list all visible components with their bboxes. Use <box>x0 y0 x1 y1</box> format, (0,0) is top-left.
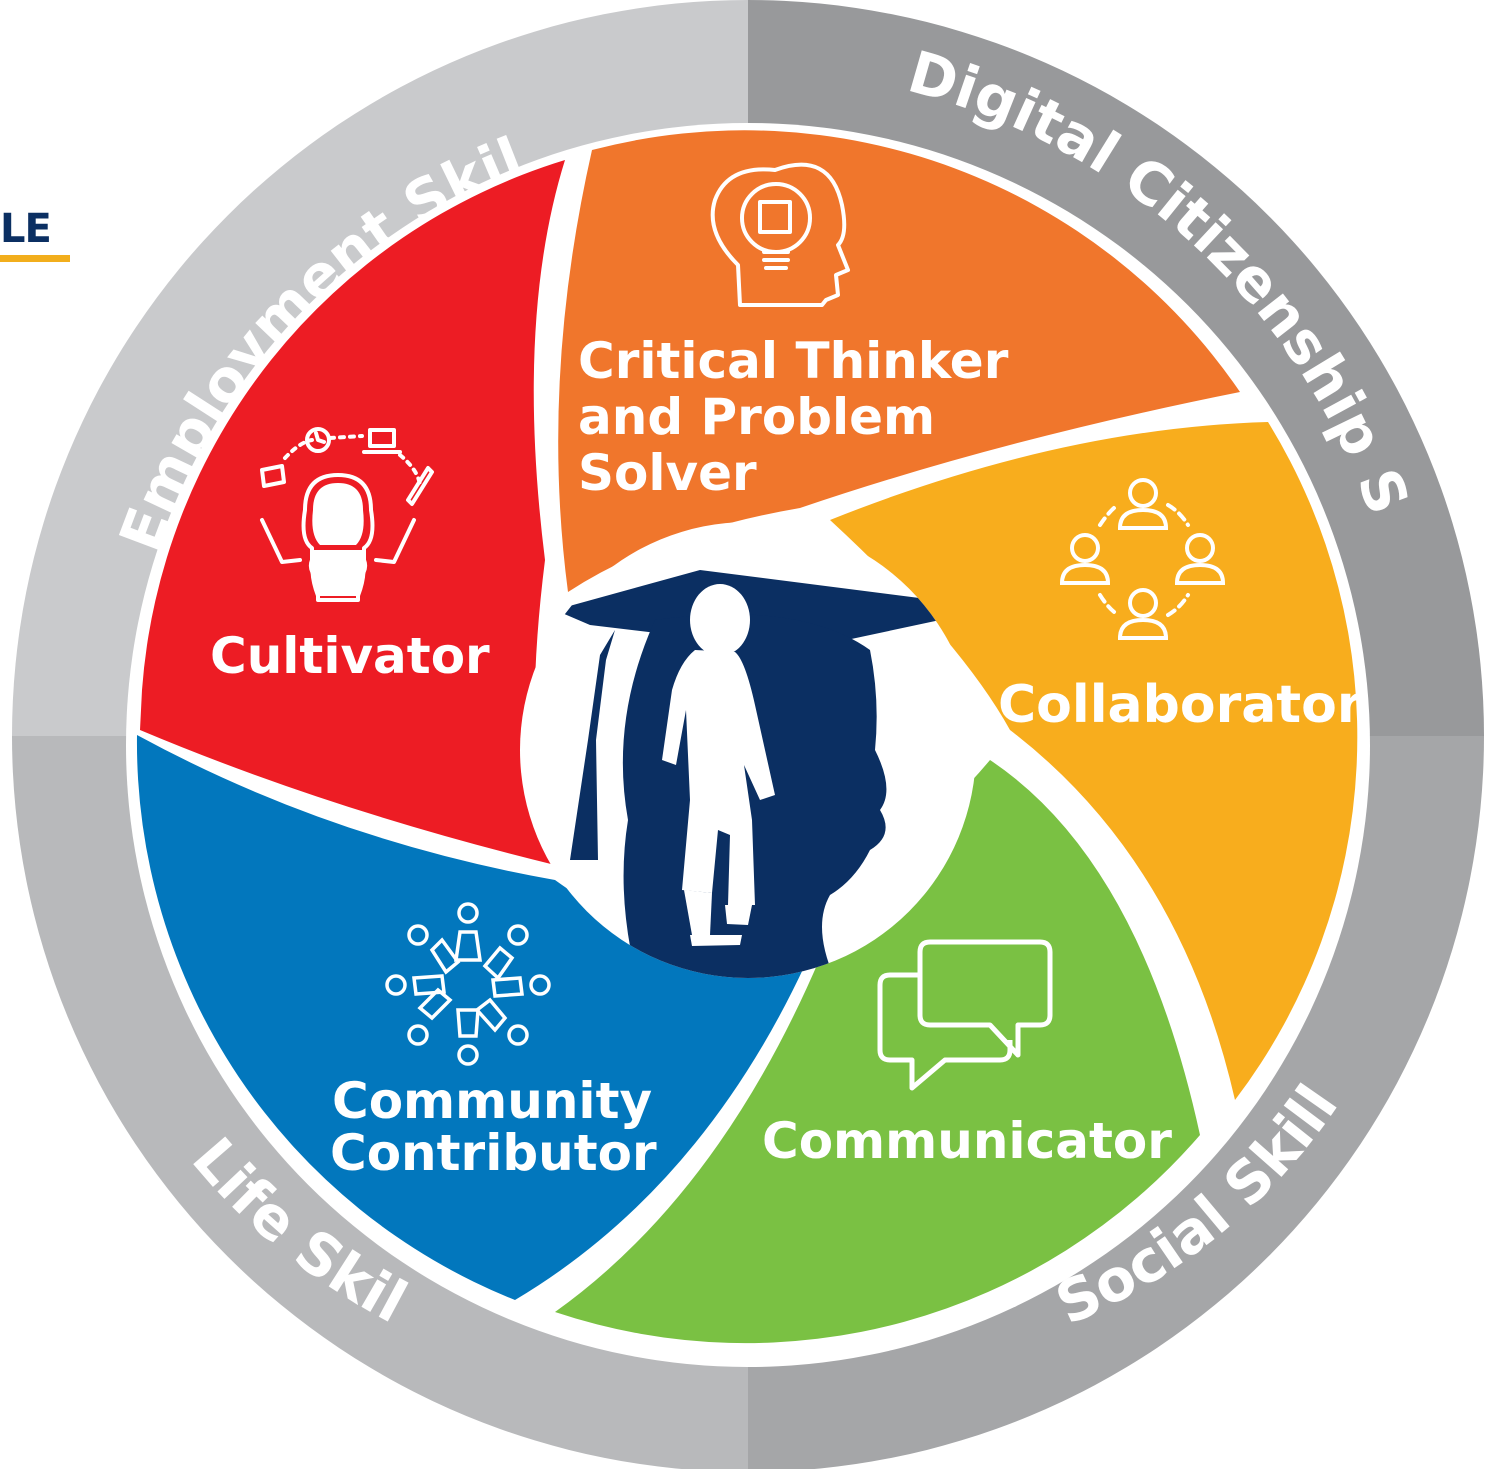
segment-community <box>136 735 806 1300</box>
segment-collaborator <box>830 422 1358 1100</box>
segment-critical-thinker <box>558 130 1240 592</box>
chat-bubbles-icon <box>877 939 1053 1091</box>
segment-label-collaborator: Collaborator <box>998 675 1363 735</box>
center-emblem <box>520 522 976 978</box>
people-ring-icon <box>385 902 551 1066</box>
logo-fragment: LE <box>0 205 70 262</box>
segment-label-cultivator: Cultivator <box>210 627 490 685</box>
people-circle-icon <box>1059 478 1226 640</box>
logo-underline <box>0 255 70 262</box>
community-line-1: Community <box>332 1072 652 1130</box>
person-juggling-tasks-icon <box>260 427 434 602</box>
segment-label-communicator: Communicator <box>762 1112 1172 1170</box>
community-line-2: Contributor <box>330 1124 657 1182</box>
graduate-child-silhouette-icon <box>555 570 940 978</box>
segment-communicator <box>555 760 1200 1344</box>
critical-line-2: and Problem <box>578 388 935 446</box>
cultivator-figure-fill <box>310 483 366 596</box>
logo-text: LE <box>0 206 52 252</box>
critical-line-1: Critical Thinker <box>578 332 1009 390</box>
critical-line-3: Solver <box>578 444 757 502</box>
segment-label-critical-thinker: Critical Thinker and Problem Solver <box>578 332 1009 502</box>
head-puzzle-lightbulb-icon <box>710 162 850 307</box>
